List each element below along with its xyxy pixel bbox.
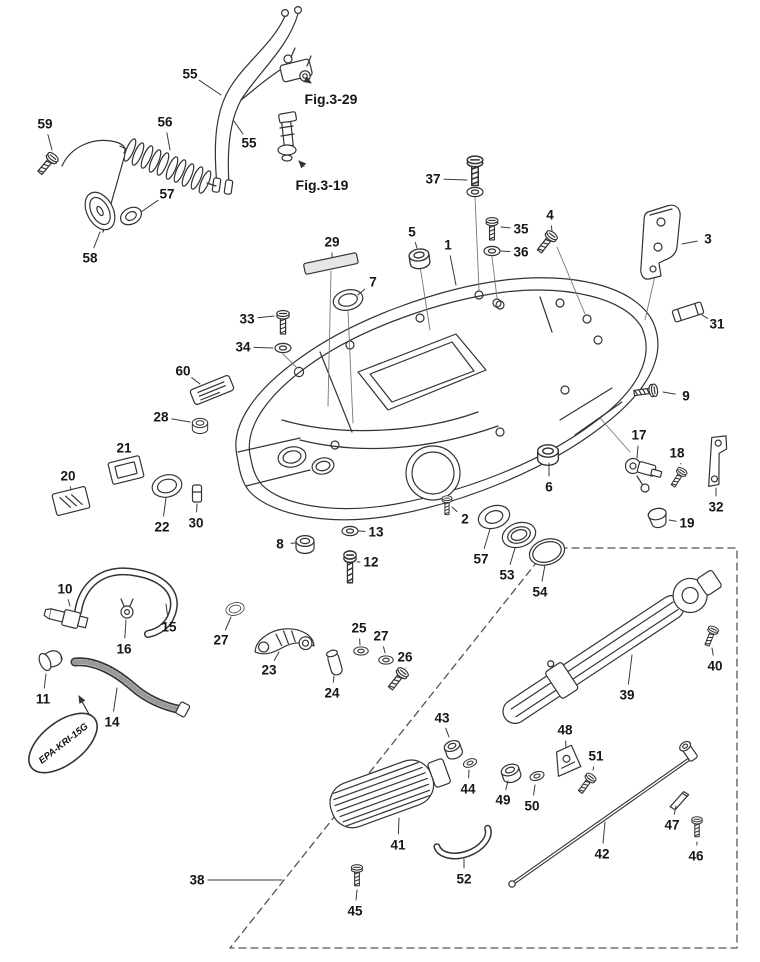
clip-30 (191, 484, 203, 503)
cable-spring-56 (119, 138, 217, 194)
screw-45 (350, 864, 364, 887)
throttle-rod-42 (508, 740, 698, 888)
epa-sticker: EPA-KRI-15G (28, 712, 98, 774)
fig-3-19-part (277, 111, 298, 162)
bolt-12 (342, 550, 358, 584)
screw-37 (466, 155, 484, 187)
grommet-8 (295, 534, 315, 555)
washer-13 (341, 525, 359, 537)
washer-50 (528, 769, 546, 783)
seal-57b (477, 504, 511, 530)
housing-20 (51, 486, 91, 516)
top-hardware (274, 155, 560, 354)
screw-18 (668, 465, 689, 490)
clip-47 (669, 790, 690, 811)
washer-34 (274, 342, 292, 354)
tiller-handle-assembly (329, 570, 722, 888)
cam-23 (254, 628, 315, 655)
handle-39 (502, 570, 722, 724)
fig-3-29-part (279, 47, 313, 83)
washer-44 (461, 756, 479, 770)
under-cowling-hardware (295, 495, 566, 584)
plate-60 (189, 375, 235, 405)
assembly-alignment-lines (282, 195, 656, 453)
grommet-5 (407, 247, 432, 271)
grommet-57a (119, 206, 143, 226)
bracket-32 (708, 435, 728, 487)
fuel-hose-assembly: EPA-KRI-15G (28, 567, 191, 774)
clamp-16 (120, 598, 134, 619)
washer-27b (378, 655, 394, 665)
cable-grommet-assembly (34, 138, 217, 233)
right-side-parts (536, 204, 728, 529)
screw-2 (441, 495, 453, 516)
screw-46 (691, 816, 703, 838)
throttle-cables (211, 5, 303, 195)
washer-25 (353, 646, 369, 656)
fuel-connector-17 (624, 457, 663, 493)
bolt-26 (384, 665, 411, 693)
screw-51 (575, 771, 598, 796)
housing-21 (107, 455, 145, 485)
bottom-cowling (235, 277, 659, 521)
leader-lines (43, 76, 717, 901)
throttle-grip-41 (329, 758, 451, 829)
left-side-parts (51, 375, 235, 516)
bracket-3 (640, 204, 681, 280)
bracket-48 (555, 744, 582, 777)
grommet-6 (536, 444, 560, 466)
disc-58 (84, 191, 116, 231)
clip-11 (38, 650, 63, 672)
screw-59 (34, 150, 61, 178)
hose-pointer-arrow (78, 695, 91, 717)
oring-54 (528, 538, 566, 566)
cap-19 (647, 507, 667, 529)
bushing-43 (443, 739, 464, 760)
spacer-24 (326, 649, 343, 676)
seal-53 (501, 521, 537, 549)
damper-27a (224, 600, 246, 618)
screw-33 (276, 309, 290, 335)
bushing-49 (499, 761, 523, 786)
screw-35 (485, 217, 499, 241)
throttle-cam-parts (224, 600, 411, 693)
washer-36 (483, 245, 501, 257)
strip-29 (303, 252, 359, 275)
pad-22 (151, 474, 183, 498)
half-shell-52 (433, 824, 492, 860)
screw-4 (533, 228, 560, 256)
plate-31 (671, 301, 705, 323)
ring-7 (330, 286, 366, 314)
washer-37 (466, 186, 484, 198)
fuel-connector-10 (43, 608, 89, 629)
grommet-28 (191, 417, 209, 435)
screw-40 (701, 624, 720, 648)
